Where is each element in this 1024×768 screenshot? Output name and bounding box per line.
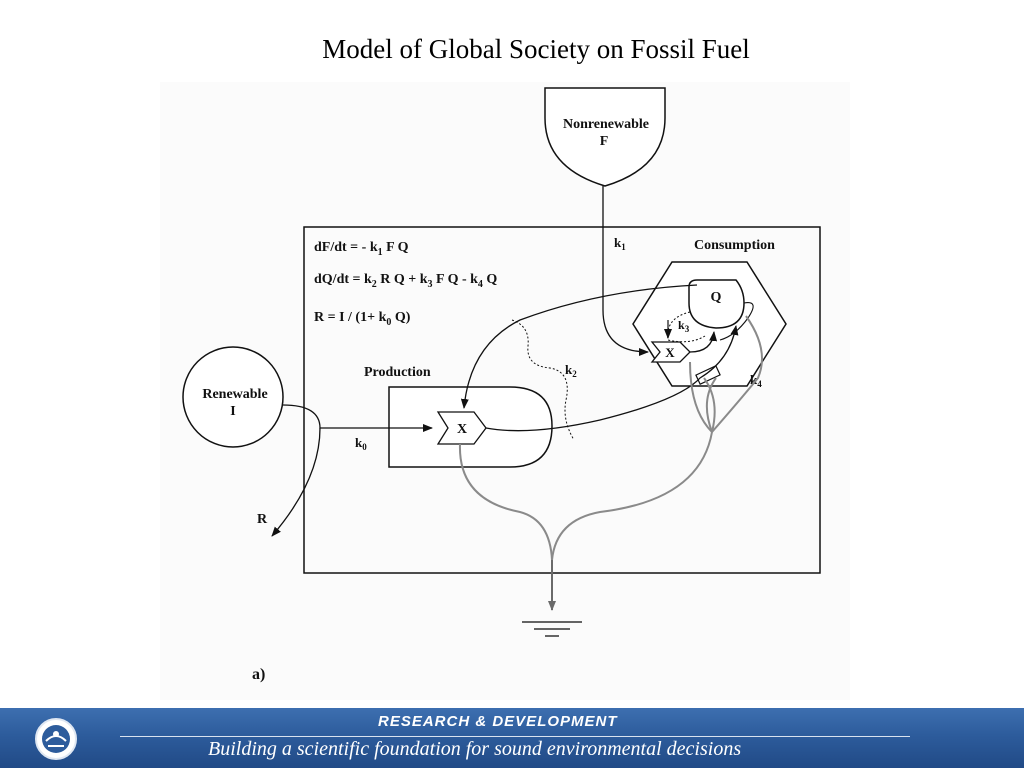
system-boundary — [303, 226, 821, 574]
renewable-source-circle — [182, 346, 284, 448]
k4-sub: 4 — [757, 379, 762, 389]
equation-fuel: dF/dt = - k1 F Q — [314, 240, 409, 258]
production-multiplier-label: X — [457, 422, 467, 437]
consumption-output-flow — [689, 331, 718, 353]
k0-label: k0 — [355, 435, 367, 452]
k0-base: k — [355, 435, 363, 450]
k3-dotted-path — [667, 311, 706, 343]
equation-remainder-part2: Q) — [391, 310, 410, 325]
k2-label: k2 — [565, 362, 577, 379]
nonrenewable-symbol: F — [600, 134, 609, 149]
footer-heading: RESEARCH & DEVELOPMENT — [378, 713, 618, 730]
production-multiplier — [436, 411, 487, 445]
heat-sink-ground — [522, 621, 582, 637]
k1-label: k1 — [614, 235, 626, 252]
slide-title: Model of Global Society on Fossil Fuel — [322, 34, 750, 64]
footer-banner: RESEARCH & DEVELOPMENT Building a scient… — [0, 708, 1024, 768]
assets-feedback-flow — [460, 284, 698, 409]
renewable-flow — [282, 404, 433, 432]
equation-assets: dQ/dt = k2 R Q + k3 F Q - k4 Q — [314, 272, 497, 290]
production-output-flow — [485, 325, 739, 432]
production-label: Production — [364, 365, 431, 380]
consumption-multiplier-label: X — [665, 345, 675, 360]
k3-base: k — [678, 318, 685, 332]
equation-assets-part2: R Q + k — [377, 272, 428, 287]
equation-remainder-sub0: 0 — [386, 317, 391, 328]
equation-remainder-part1: R = I / (1+ k — [314, 310, 387, 325]
remainder-label: R — [257, 512, 268, 527]
k4-label: k4 — [750, 372, 762, 389]
k1-base: k — [614, 235, 622, 250]
equation-fuel-part1: dF/dt = - k — [314, 240, 378, 255]
equation-assets-sub2: 2 — [372, 279, 377, 290]
nonrenewable-label: Nonrenewable — [563, 117, 649, 132]
equation-assets-part1: dQ/dt = k — [314, 272, 372, 287]
equation-assets-sub4: 4 — [478, 279, 483, 290]
remainder-flow — [271, 427, 321, 537]
k3-sub: 3 — [685, 324, 690, 334]
equation-assets-part3: F Q - k — [433, 272, 479, 287]
storage-label: Q — [711, 290, 722, 305]
k1-sub: 1 — [621, 242, 626, 252]
k2-dotted-path — [511, 319, 575, 441]
panel-label: a) — [252, 666, 265, 683]
equation-assets-part4: Q — [483, 272, 498, 287]
footer-divider — [120, 736, 910, 737]
consumption-multiplier — [650, 341, 691, 363]
equation-remainder: R = I / (1+ k0 Q) — [314, 310, 411, 328]
renewable-symbol: I — [230, 404, 235, 419]
nonrenewable-source-shape — [544, 87, 666, 187]
footer-tagline: Building a scientific foundation for sou… — [208, 738, 742, 760]
k2-base: k — [565, 362, 573, 377]
agency-seal-icon — [35, 718, 77, 760]
equation-fuel-sub1: 1 — [378, 247, 383, 258]
equation-assets-sub3: 3 — [428, 279, 433, 290]
equation-fuel-part2: F Q — [383, 240, 409, 255]
k2-sub: 2 — [572, 369, 577, 379]
k3-label: k3 — [678, 318, 690, 334]
consumption-label: Consumption — [694, 238, 775, 253]
heat-sink-flows — [458, 315, 763, 611]
k0-sub: 0 — [362, 442, 367, 452]
k4-base: k — [750, 372, 758, 387]
fuel-flow — [602, 186, 649, 356]
renewable-label: Renewable — [202, 387, 267, 402]
energy-systems-diagram: Nonrenewable F Renewable I dF/dt = - k1 … — [182, 87, 821, 683]
